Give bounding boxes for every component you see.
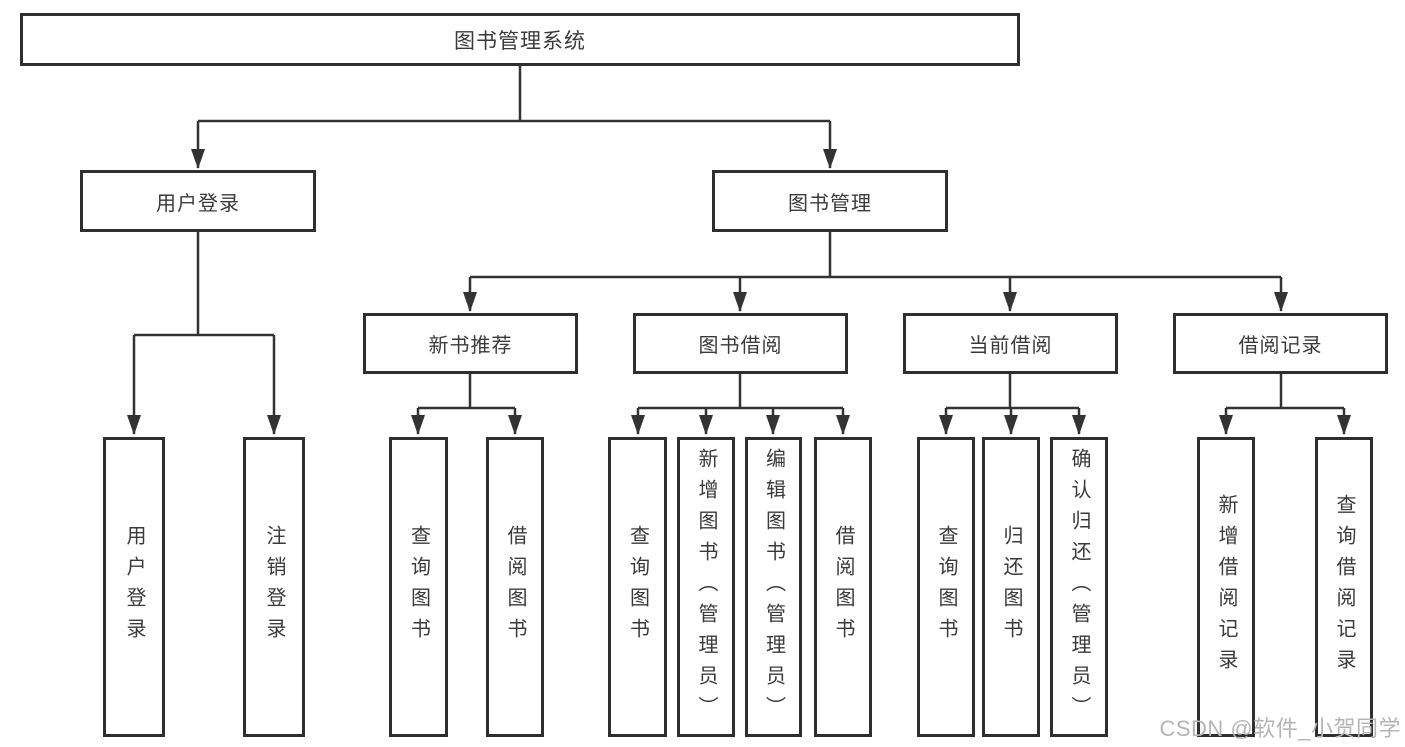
node-library-system: 图书管理系统: [20, 13, 1020, 66]
leaf-edit-book-admin-label: 编辑图书（管理员）: [762, 447, 785, 727]
leaf-edit-book-admin: 编辑图书（管理员）: [745, 437, 802, 737]
node-user-login: 用户登录: [80, 170, 316, 232]
leaf-query-borrow-record: 查询借阅记录: [1315, 437, 1373, 737]
leaf-borrow-book-label: 借阅图书: [832, 525, 854, 649]
leaf-query-borrow-record-label: 查询借阅记录: [1333, 494, 1355, 680]
leaf-borrow-books-recommend-label: 借阅图书: [504, 525, 526, 649]
leaf-query-books-current: 查询图书: [917, 437, 975, 737]
leaf-borrow-books-recommend: 借阅图书: [486, 437, 544, 737]
connector-root-to-level2: [191, 66, 837, 169]
node-book-borrow: 图书借阅: [633, 313, 848, 374]
connector-book-borrow-to-leaves: [631, 374, 850, 435]
leaf-logout-label: 注销登录: [263, 525, 285, 649]
leaf-query-books-recommend-label: 查询图书: [407, 525, 430, 649]
connector-user-login-to-leaves: [127, 232, 281, 435]
leaf-query-books-recommend: 查询图书: [389, 437, 448, 737]
leaf-user-login-label: 用户登录: [123, 525, 145, 649]
leaf-confirm-return-admin: 确认归还（管理员）: [1050, 437, 1108, 737]
leaf-return-book: 归还图书: [982, 437, 1040, 737]
node-new-book-recommend: 新书推荐: [363, 313, 578, 374]
leaf-add-book-admin: 新增图书（管理员）: [677, 437, 735, 737]
leaf-add-book-admin-label: 新增图书（管理员）: [695, 447, 717, 727]
leaf-logout: 注销登录: [243, 437, 305, 737]
connector-borrow-records-to-leaves: [1219, 374, 1351, 435]
leaf-user-login: 用户登录: [103, 437, 165, 737]
leaf-query-books-borrow: 查询图书: [608, 437, 667, 737]
leaf-query-books-borrow-label: 查询图书: [626, 525, 649, 649]
node-book-management: 图书管理: [712, 170, 948, 232]
node-borrow-records: 借阅记录: [1173, 313, 1388, 374]
leaf-add-borrow-record-label: 新增借阅记录: [1215, 494, 1237, 680]
csdn-watermark: CSDN @软件_小贺同学: [1159, 716, 1401, 741]
connector-book-management-to-level3: [463, 232, 1288, 312]
leaf-add-borrow-record: 新增借阅记录: [1197, 437, 1255, 737]
leaf-borrow-book: 借阅图书: [814, 437, 872, 737]
node-current-borrow: 当前借阅: [903, 313, 1118, 374]
leaf-return-book-label: 归还图书: [1000, 525, 1022, 649]
connector-current-borrow-to-leaves: [939, 374, 1086, 435]
leaf-query-books-current-label: 查询图书: [935, 525, 957, 649]
leaf-confirm-return-admin-label: 确认归还（管理员）: [1068, 447, 1090, 727]
connector-new-book-to-leaves: [411, 374, 522, 435]
